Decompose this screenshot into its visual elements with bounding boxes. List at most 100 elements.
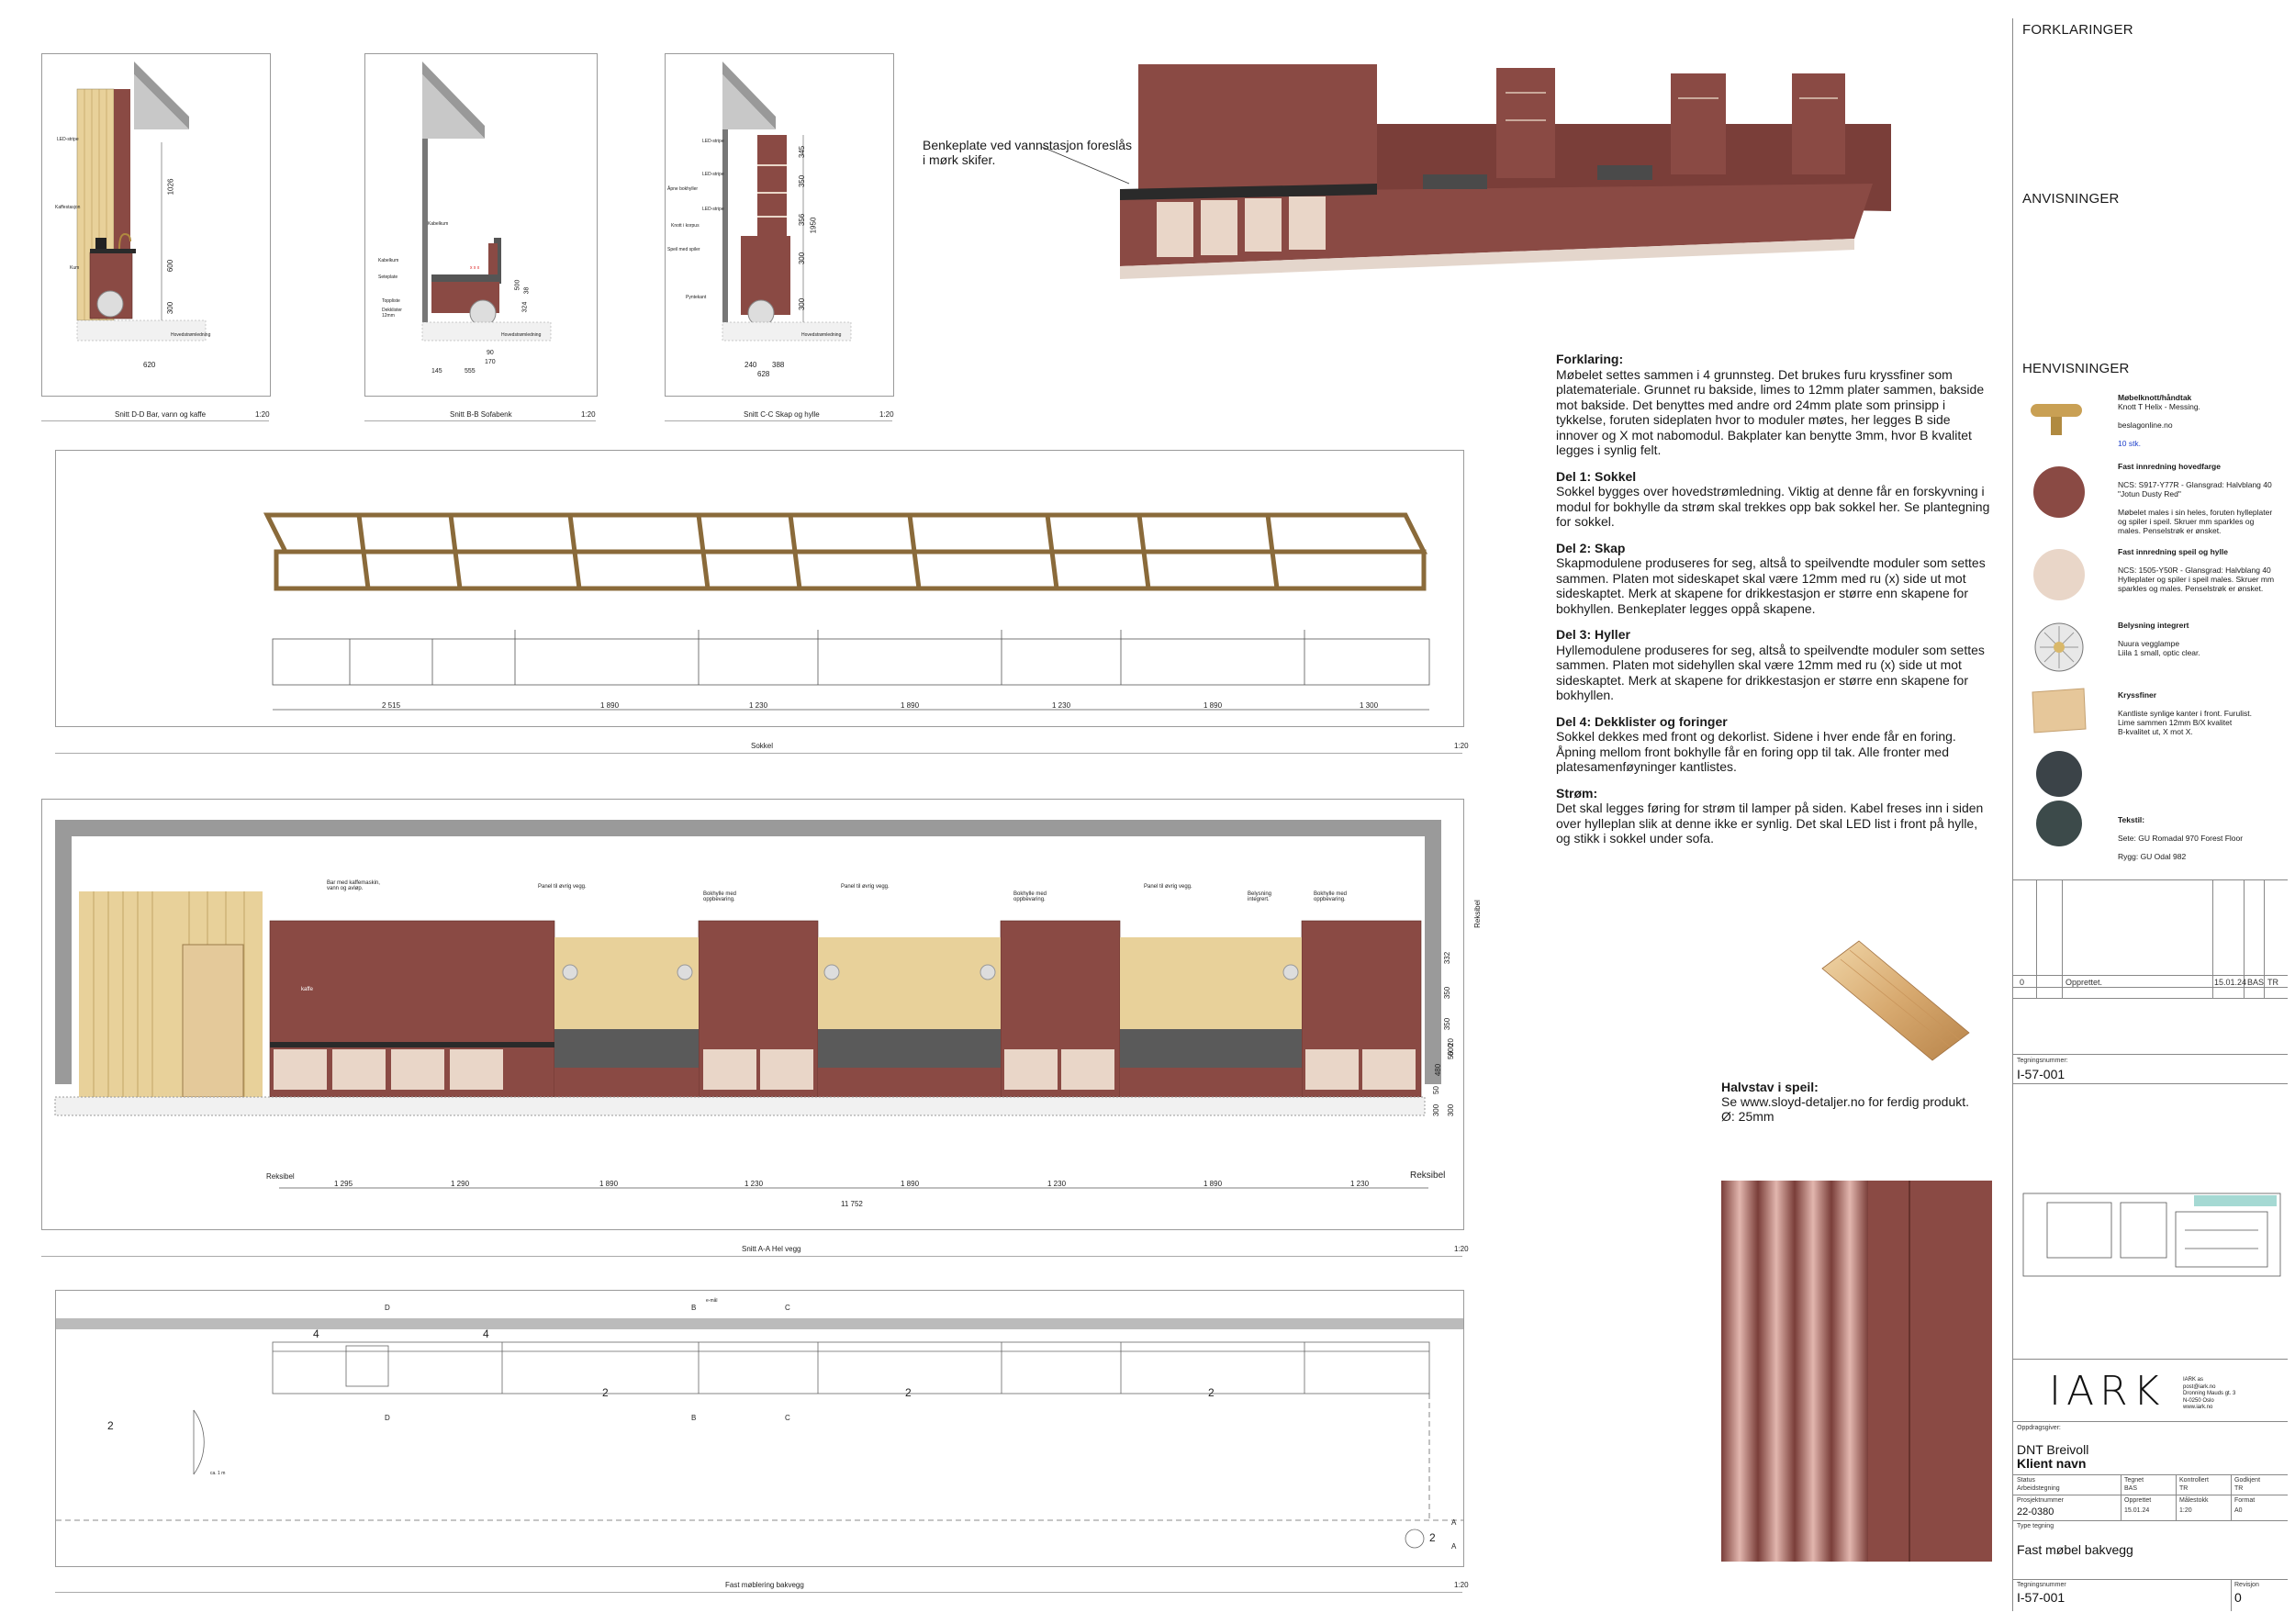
tb-scale-label: Målestokk <box>2179 1497 2209 1504</box>
rev-by: BAS <box>2247 978 2265 987</box>
sokkel-dim-3: 1 230 <box>749 701 768 710</box>
cc-label-led1: LED-stripe <box>702 139 724 144</box>
render-3d <box>1120 64 1891 279</box>
notes-strom-title: Strøm: <box>1556 785 1598 801</box>
notes-d3: Hyllemodulene produseres for seg, altså … <box>1556 642 1985 703</box>
bb-dim-90: 90 <box>487 350 494 356</box>
elev-callout-2: Panel til øvrig vegg. <box>538 884 587 890</box>
notes-d4: Sokkel dekkes med front og dekorlist. Si… <box>1556 729 1956 774</box>
dd-dim-300: 300 <box>166 301 175 315</box>
ref-lamp: Belysning integrert Nuura vegglampe Liil… <box>2118 621 2200 657</box>
notes-d2: Skapmodulene produseres for seg, altså t… <box>1556 555 1986 616</box>
swatch-textile-seat <box>2036 751 2082 797</box>
elev-vert-label: Reksibel <box>1472 900 1482 928</box>
bb-label-toppliste: Toppliste <box>382 298 400 304</box>
dd-label-led: LED-stripe <box>57 137 79 142</box>
knob-icon <box>2031 404 2082 435</box>
cc-dim-356: 356 <box>798 213 807 227</box>
cc-label-knott: Knott i korpus <box>671 223 700 229</box>
swatch-light <box>2033 549 2085 600</box>
plan-scale: 1:20 <box>1454 1581 1469 1589</box>
elev-vdim-300a: 300 <box>1432 1103 1441 1117</box>
tb-drawing-no-top: I-57-001 <box>2017 1067 2066 1081</box>
ref-speil-color: Fast innredning speil og hylle NCS: 1505… <box>2118 547 2275 593</box>
dd-scale: 1:20 <box>255 410 270 419</box>
elevation-drawing <box>54 820 1441 1189</box>
bb-scale: 1:20 <box>581 410 596 419</box>
tb-client2: Klient navn <box>2017 1456 2087 1471</box>
notes-d2-title: Del 2: Skap <box>1556 540 1626 555</box>
tb-type-label: Type tegning <box>2017 1523 2054 1529</box>
notes-strom: Det skal legges føring for strøm til lam… <box>1556 801 1984 846</box>
elev-kaffe: kaffe <box>301 987 313 992</box>
plan-num-2: 4 <box>483 1327 489 1340</box>
tb-approved: TR <box>2234 1485 2244 1492</box>
elev-dim-2: 1 290 <box>451 1180 470 1188</box>
tb-status-label: Status <box>2017 1477 2035 1484</box>
plan-num-1: 4 <box>313 1327 319 1340</box>
dd-label-strom: Hovedstrømledning <box>171 332 211 338</box>
dd-dim-600: 600 <box>166 259 175 273</box>
plan-num-3: 2 <box>602 1386 609 1399</box>
notes-block: Forklaring: Møbelet settes sammen i 4 gr… <box>1556 352 1995 846</box>
tb-rev: 0 <box>2234 1590 2242 1605</box>
plan-small-1: e-mål <box>706 1298 718 1304</box>
notes-intro-title: Forklaring: <box>1556 352 1624 366</box>
elev-callout-7: Belysning integrert. <box>1248 891 1272 902</box>
plan-letter-b2: B <box>691 1414 697 1422</box>
plan-num-5: 2 <box>1208 1386 1215 1399</box>
elev-vdim-350b: 350 <box>1443 1017 1452 1031</box>
elev-vdim-480: 480 <box>1434 1063 1443 1077</box>
plan-frame: 4 4 2 2 2 2 2 D D B B C C A A e-mål ca. … <box>55 1290 1464 1567</box>
elev-right-label: Reksibel <box>1410 1170 1446 1181</box>
rev-text: Opprettet. <box>2066 978 2103 987</box>
elev-dim-4: 1 230 <box>744 1180 764 1188</box>
svg-text:x x x: x x x <box>470 265 480 271</box>
elev-callout-8: Bokhylle med oppbevaring. <box>1314 891 1348 902</box>
elev-callout-5: Bokhylle med oppbevaring. <box>1013 891 1047 902</box>
ref-plywood: Kryssfiner Kantliste synlige kanter i fr… <box>2118 690 2252 736</box>
cc-dim-240: 240 <box>744 361 757 369</box>
tb-status: Arbeidstegning <box>2017 1485 2060 1492</box>
plan-letter-a2: A <box>1451 1542 1457 1551</box>
bb-dim-38: 38 <box>523 286 531 295</box>
elev-dim-1: 1 295 <box>334 1180 353 1188</box>
tb-drawing-no-label: Tegningsnummer: <box>2017 1058 2068 1064</box>
tb-title: Fast møbel bakvegg <box>2017 1542 2133 1557</box>
plywood-icon <box>2032 688 2087 734</box>
sokkel-caption: Sokkel <box>751 742 774 750</box>
elev-dim-3: 1 890 <box>599 1180 619 1188</box>
iark-logo: IARK <box>2049 1368 2166 1415</box>
cc-label-strom: Hovedstrømledning <box>801 332 842 338</box>
cc-dim-628: 628 <box>757 370 770 378</box>
render-note: Benkeplate ved vannstasjon foreslås i mø… <box>923 138 1133 167</box>
cc-dim-350: 350 <box>798 174 807 188</box>
sokkel-dim-6: 1 890 <box>1203 701 1223 710</box>
cc-dim-300b: 300 <box>798 297 807 311</box>
tb-approved-label: Godkjent <box>2234 1477 2261 1484</box>
bb-dim-145: 145 <box>431 368 442 375</box>
tb-no: I-57-001 <box>2017 1590 2066 1605</box>
sokkel-dim-1: 2 515 <box>382 701 401 710</box>
sokkel-dim-7: 1 300 <box>1360 701 1379 710</box>
section-dd-frame: LED-stripe Kaffestasjon Kum Hovedstrømle… <box>41 53 271 397</box>
plan-caption: Fast møblering bakvegg <box>725 1581 804 1589</box>
dd-dim-1026: 1026 <box>166 178 175 196</box>
sokkel-dim-4: 1 890 <box>901 701 920 710</box>
dd-caption: Snitt D-D Bar, vann og kaffe <box>115 410 207 419</box>
halvstav-line1: Se www.sloyd-detaljer.no for ferdig prod… <box>1721 1094 1970 1109</box>
tb-drawn-label: Tegnet <box>2124 1477 2144 1484</box>
bb-caption: Snitt B-B Sofabenk <box>450 410 512 419</box>
plan-letter-d1: D <box>385 1304 390 1312</box>
cc-dim-388: 388 <box>772 361 785 369</box>
dd-dim-620: 620 <box>143 361 156 369</box>
plan-drawing <box>56 1318 1463 1549</box>
notes-d1: Sokkel bygges over hovedstrømledning. Vi… <box>1556 484 1990 529</box>
lamp-icon <box>2034 622 2084 672</box>
tb-created-label: Opprettet <box>2124 1497 2152 1504</box>
dd-label-kum: Kum <box>70 265 80 271</box>
bb-label-seteplate: Seteplate <box>378 274 398 280</box>
rev-date: 15.01.24 <box>2214 978 2247 987</box>
elev-total: 11 752 <box>841 1200 863 1208</box>
bb-label-kabelkum2: Kabelkum <box>378 258 399 263</box>
